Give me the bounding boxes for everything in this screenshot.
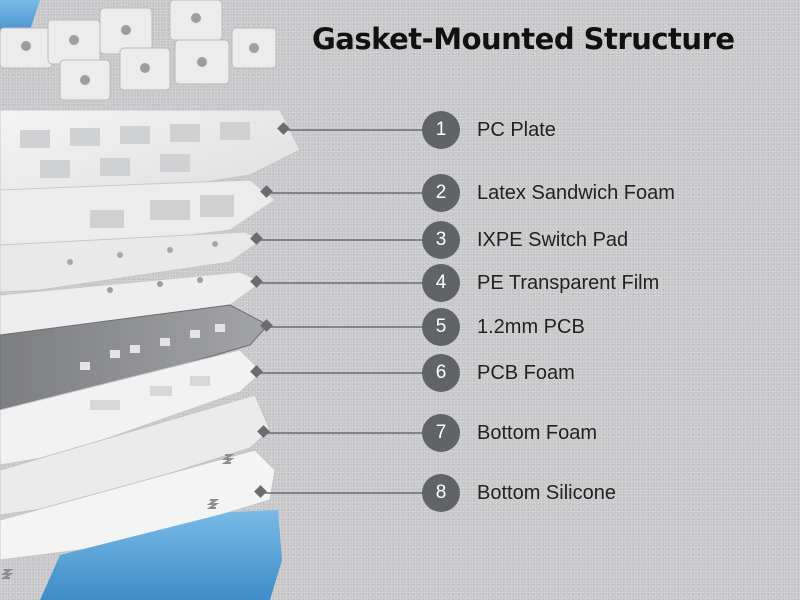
layer-number-badge: 4 (422, 264, 460, 302)
layer-number-badge: 8 (422, 474, 460, 512)
springs (0, 454, 235, 579)
ixpe-pad-layer (0, 231, 264, 293)
layer-label: 1.2mm PCB (477, 315, 585, 338)
pcb-holes (80, 324, 225, 370)
layer-number-badge: 5 (422, 308, 460, 346)
layer-item-pcb-foam: 6 PCB Foam (422, 353, 575, 393)
ixpe-pad-dots (67, 241, 218, 265)
layer-item-pcb: 5 1.2mm PCB (422, 307, 585, 347)
latex-foam-cutouts (90, 195, 234, 228)
leader-lines (258, 129, 422, 494)
bottom-case (40, 510, 282, 600)
layer-number-badge: 7 (422, 414, 460, 452)
switches (0, 0, 277, 101)
layer-item-bottom-foam: 7 Bottom Foam (422, 413, 597, 453)
layer-number-badge: 6 (422, 354, 460, 392)
layer-label: PC Plate (477, 118, 556, 141)
layer-item-pc-plate: 1 PC Plate (422, 110, 556, 150)
bottom-foam-layer (0, 394, 271, 516)
pcb-layer (0, 304, 269, 411)
layer-item-bottom-silicone: 8 Bottom Silicone (422, 473, 616, 513)
layer-label: Bottom Silicone (477, 481, 616, 504)
layer-label: Latex Sandwich Foam (477, 181, 675, 204)
pc-plate-cutouts (20, 122, 250, 178)
bottom-silicone-layer (0, 449, 276, 561)
layer-number-badge: 3 (422, 221, 460, 259)
layer-number-badge: 2 (422, 174, 460, 212)
pe-film-dots (107, 277, 203, 293)
layer-label: Bottom Foam (477, 421, 598, 444)
page-title: Gasket-Mounted Structure (312, 22, 735, 56)
layer-label: PCB Foam (477, 361, 575, 384)
leader-markers (250, 122, 290, 498)
layer-item-pe-film: 4 PE Transparent Film (422, 263, 659, 303)
layer-number-badge: 1 (422, 111, 460, 149)
layer-label: PE Transparent Film (477, 271, 660, 294)
layer-item-ixpe-pad: 3 IXPE Switch Pad (422, 220, 628, 260)
layer-label: IXPE Switch Pad (477, 228, 629, 251)
pcb-foam-cutouts (90, 376, 210, 410)
layer-item-latex-foam: 2 Latex Sandwich Foam (422, 173, 675, 213)
